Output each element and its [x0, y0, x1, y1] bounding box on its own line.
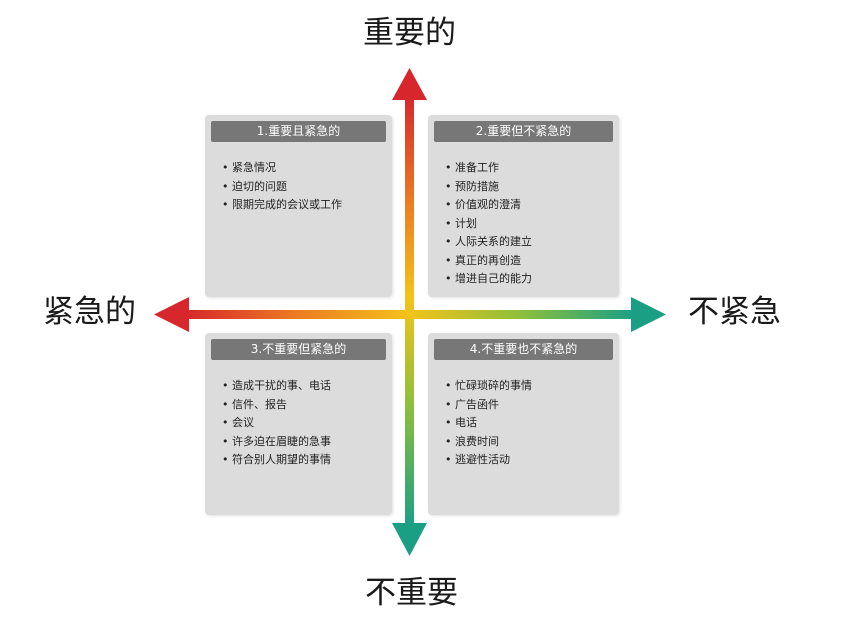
- importance-arrowhead-up: [392, 68, 427, 100]
- bullet-icon: •: [445, 198, 452, 211]
- list-item: •忙碌琐碎的事情: [445, 377, 532, 396]
- bullet-icon: •: [445, 453, 452, 466]
- bullet-icon: •: [445, 161, 452, 174]
- bullet-icon: •: [222, 161, 229, 174]
- quadrant-item-list: •造成干扰的事、电话 •信件、报告 •会议 •许多迫在眉睫的急事 •符合别人期望…: [222, 377, 331, 470]
- bullet-icon: •: [222, 179, 229, 193]
- quadrant-title: 2.重要但不紧急的: [434, 121, 613, 142]
- bullet-icon: •: [445, 272, 452, 285]
- list-item: •准备工作: [445, 159, 532, 178]
- list-item: •逃避性活动: [445, 451, 532, 470]
- urgency-arrowhead-right: [631, 297, 666, 332]
- list-item: •限期完成的会议或工作: [222, 196, 342, 215]
- quadrant-important-not-urgent: 2.重要但不紧急的 •准备工作 •预防措施 •价值观的澄清 •计划 •人际关系的…: [428, 115, 619, 297]
- list-item: •符合别人期望的事情: [222, 451, 331, 470]
- axis-label-not-urgent: 不紧急: [688, 294, 781, 330]
- list-item: •价值观的澄清: [445, 196, 532, 215]
- quadrant-not-important-urgent: 3.不重要但紧急的 •造成干扰的事、电话 •信件、报告 •会议 •许多迫在眉睫的…: [205, 333, 392, 515]
- bullet-icon: •: [445, 434, 452, 448]
- bullet-icon: •: [445, 253, 452, 267]
- list-item: •会议: [222, 414, 331, 433]
- list-item: •浪费时间: [445, 433, 532, 452]
- quadrant-item-list: •准备工作 •预防措施 •价值观的澄清 •计划 •人际关系的建立 •真正的再创造…: [445, 159, 532, 289]
- quadrant-title: 4.不重要也不紧急的: [434, 339, 613, 360]
- bullet-icon: •: [445, 216, 452, 230]
- bullet-icon: •: [445, 416, 452, 429]
- axis-label-important: 重要的: [363, 15, 456, 51]
- quadrant-item-list: •紧急情况 •迫切的问题 •限期完成的会议或工作: [222, 159, 342, 215]
- quadrant-item-list: •忙碌琐碎的事情 •广告函件 •电话 •浪费时间 •逃避性活动: [445, 377, 532, 470]
- horizontal-axis-shaft: [185, 310, 635, 319]
- list-item: •预防措施: [445, 178, 532, 197]
- bullet-icon: •: [445, 179, 452, 193]
- quadrant-important-urgent: 1.重要且紧急的 •紧急情况 •迫切的问题 •限期完成的会议或工作: [205, 115, 392, 297]
- list-item: •信件、报告: [222, 396, 331, 415]
- urgency-arrowhead-left: [154, 297, 189, 332]
- list-item: •电话: [445, 414, 532, 433]
- axis-label-urgent: 紧急的: [43, 294, 136, 330]
- list-item: •迫切的问题: [222, 178, 342, 197]
- quadrant-title: 1.重要且紧急的: [211, 121, 386, 142]
- list-item: •真正的再创造: [445, 252, 532, 271]
- bullet-icon: •: [222, 198, 229, 211]
- bullet-icon: •: [222, 416, 229, 429]
- list-item: •增进自己的能力: [445, 270, 532, 289]
- bullet-icon: •: [222, 397, 229, 411]
- bullet-icon: •: [445, 397, 452, 411]
- list-item: •许多迫在眉睫的急事: [222, 433, 331, 452]
- list-item: •紧急情况: [222, 159, 342, 178]
- list-item: •造成干扰的事、电话: [222, 377, 331, 396]
- quadrant-not-important-not-urgent: 4.不重要也不紧急的 •忙碌琐碎的事情 •广告函件 •电话 •浪费时间 •逃避性…: [428, 333, 619, 515]
- list-item: •计划: [445, 215, 532, 234]
- importance-arrowhead-down: [392, 523, 427, 556]
- list-item: •广告函件: [445, 396, 532, 415]
- axis-label-not-important: 不重要: [365, 575, 458, 611]
- bullet-icon: •: [222, 453, 229, 466]
- bullet-icon: •: [222, 434, 229, 448]
- bullet-icon: •: [222, 379, 229, 392]
- bullet-icon: •: [445, 379, 452, 392]
- list-item: •人际关系的建立: [445, 233, 532, 252]
- bullet-icon: •: [445, 235, 452, 248]
- quadrant-title: 3.不重要但紧急的: [211, 339, 386, 360]
